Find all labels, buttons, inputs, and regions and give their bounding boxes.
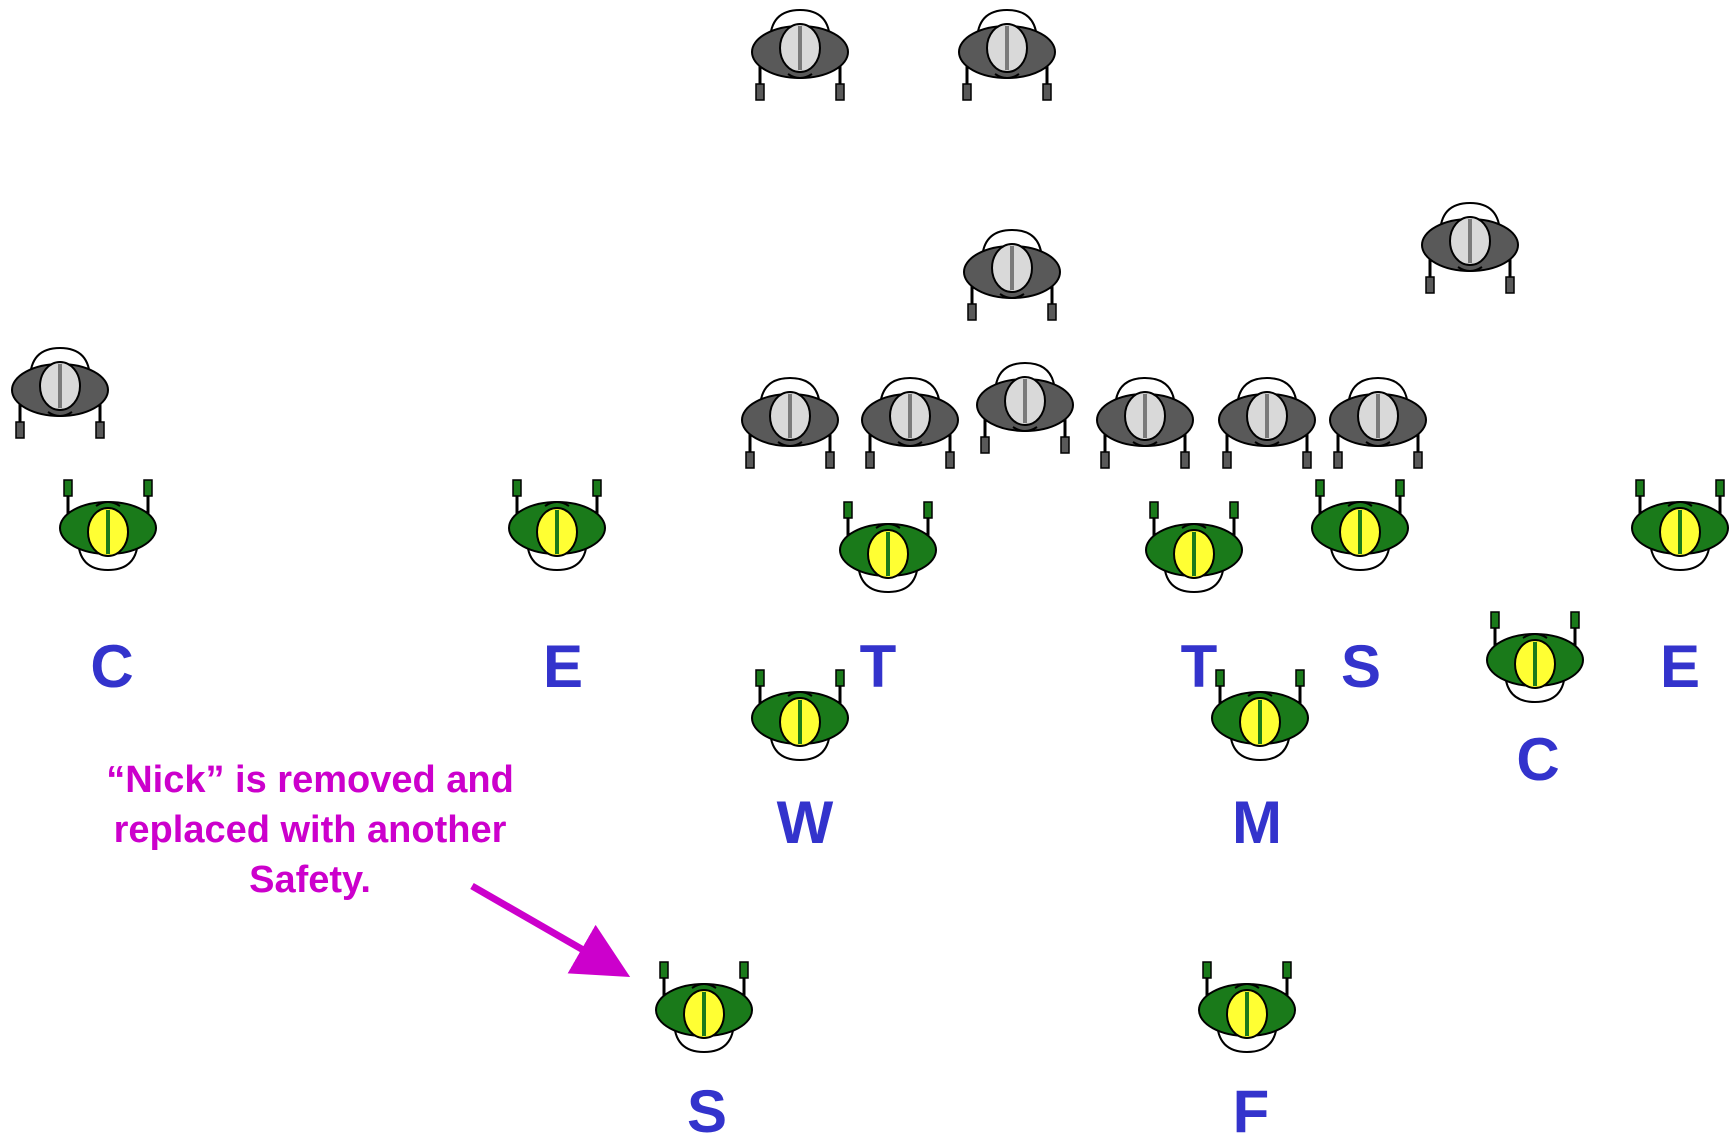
position-label-t-right: T (1180, 633, 1218, 700)
defender-t-3 (1145, 501, 1243, 594)
position-label-s-strong: S (1340, 633, 1382, 700)
offense-back-right (958, 8, 1056, 101)
annotation-arrow (470, 882, 631, 977)
position-label-s-deep: S (686, 1078, 728, 1145)
position-label-w: W (776, 789, 834, 856)
offense-back-left (751, 8, 849, 101)
offense-center (976, 361, 1074, 454)
defender-t-2 (839, 501, 937, 594)
offense-guard-left (861, 376, 959, 469)
position-label-c-left: C (90, 633, 134, 700)
defender-s-4 (1311, 479, 1409, 572)
defender-e-5 (1631, 479, 1729, 572)
defender-c-6 (1486, 611, 1584, 704)
annotation-line-2: replaced with another (113, 809, 507, 851)
defender-w-7 (751, 669, 849, 762)
offense-flanker (1421, 201, 1519, 294)
offense-quarterback (963, 228, 1061, 321)
defense-formation (59, 479, 1729, 1054)
offense-guard-right (1096, 376, 1194, 469)
defender-e-1 (508, 479, 606, 572)
position-label-f: F (1232, 1078, 1270, 1145)
annotation-line-1: “Nick” is removed and (106, 759, 514, 801)
position-label-e-right: E (1659, 633, 1701, 700)
annotation-text: “Nick” is removed and replaced with anot… (60, 755, 560, 905)
position-label-m: M (1232, 789, 1282, 856)
position-label-c-right: C (1516, 726, 1560, 793)
position-label-t-left: T (859, 633, 897, 700)
annotation-line-3: Safety. (249, 859, 371, 901)
defender-f-10 (1198, 961, 1296, 1054)
offense-tight-end (1329, 376, 1427, 469)
position-label-e-left: E (542, 633, 584, 700)
defender-m-8 (1211, 669, 1309, 762)
defender-s-9 (655, 961, 753, 1054)
offense-tackle-right (1218, 376, 1316, 469)
offense-formation (11, 8, 1519, 469)
offense-tackle-left (741, 376, 839, 469)
offense-split-end (11, 346, 109, 439)
defender-c-0 (59, 479, 157, 572)
